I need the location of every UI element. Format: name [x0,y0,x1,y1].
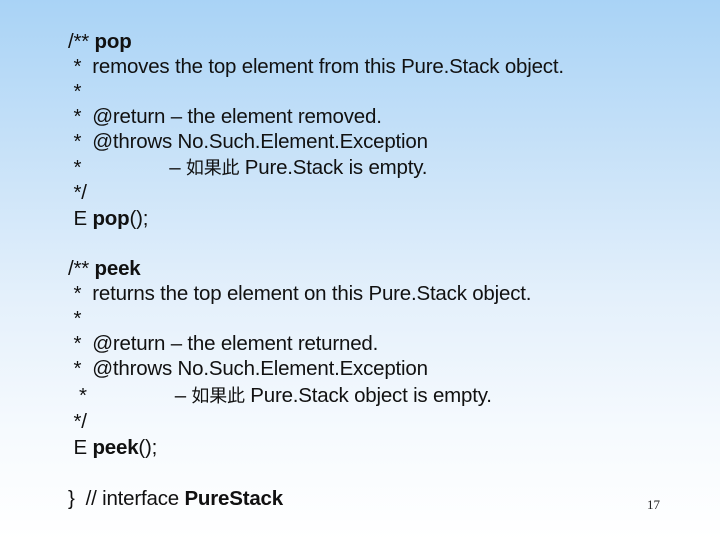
pop-signature: E pop(); [68,207,148,231]
return-type: E [68,207,93,230]
peek-signature: E peek(); [68,436,157,460]
method-name: pop [92,207,130,230]
closing-comment: } // interface [68,487,185,510]
peek-doc-line-1: /** peek [68,257,141,281]
comment-star: * [68,384,175,407]
signature-end: (); [138,436,158,459]
method-name: peek [92,436,139,459]
peek-doc-throws: * @throws No.Such.Element.Exception [68,357,428,380]
pop-doc-throws: * @throws No.Such.Element.Exception [68,130,428,153]
comment-open: /** [68,257,95,280]
signature-end: (); [129,207,149,230]
comment-star: * [68,156,170,179]
page-number: 17 [647,497,660,512]
cjk-text: 如果此 [185,158,240,179]
peek-doc-return: * @return – the element returned. [68,332,379,355]
dash: – [174,384,192,407]
peek-doc-line-2: * returns the top element on this Pure.S… [68,282,532,305]
throws-condition: Pure.Stack object is empty. [244,384,492,407]
peek-doc-line-3: * [68,307,82,330]
cjk-text: 如果此 [191,386,245,407]
pop-doc-line-2: * removes the top element from this Pure… [68,55,564,78]
throws-condition: Pure.Stack is empty. [239,156,428,179]
return-type: E [68,436,93,459]
comment-open: /** [68,30,95,53]
pop-doc-line-3: * [68,80,82,103]
peek-doc-throws-detail: * – 如果此 Pure.Stack object is empty. [68,384,492,409]
pop-doc-close: */ [68,181,87,204]
pop-title: pop [94,30,132,53]
pop-doc-return: * @return – the element removed. [68,105,382,128]
interface-closing: } // interface PureStack [68,487,283,511]
peek-title: peek [94,257,141,280]
pop-doc-line-1: /** pop [68,30,132,54]
peek-doc-close: */ [68,410,87,433]
pop-doc-throws-detail: * – 如果此 Pure.Stack is empty. [68,156,427,181]
dash: – [169,156,186,179]
interface-name: PureStack [184,487,283,510]
